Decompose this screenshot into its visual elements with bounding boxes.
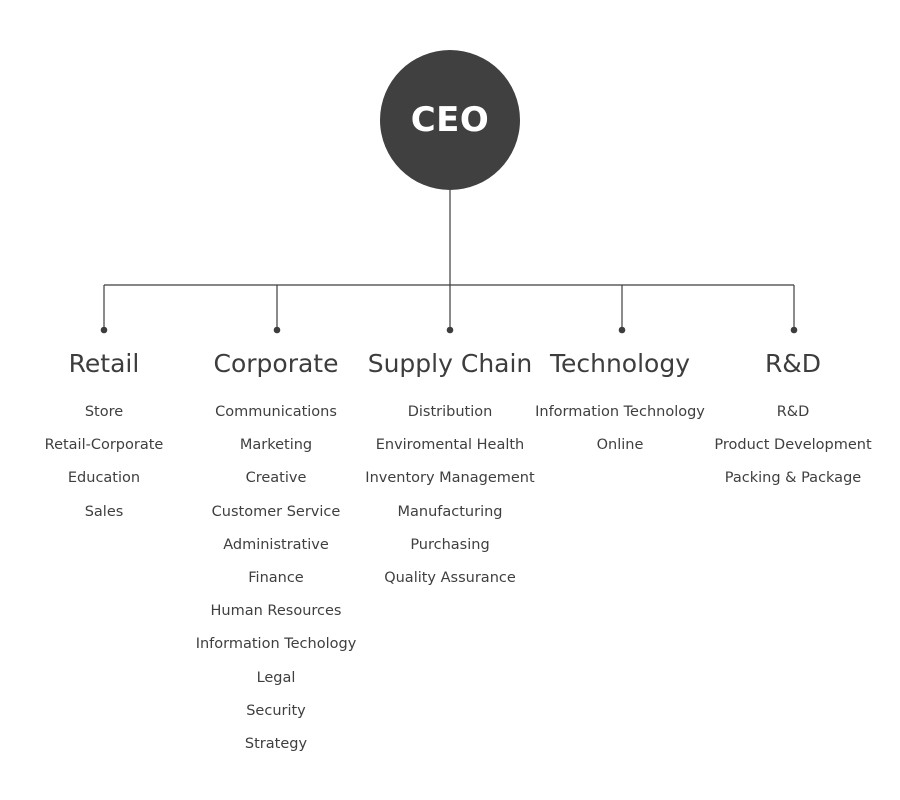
node-dot-technology bbox=[618, 326, 626, 334]
drop-line-retail bbox=[100, 285, 108, 334]
dept-item: Product Development bbox=[714, 437, 872, 454]
dept-items-technology: Information Technology Online bbox=[520, 396, 720, 462]
ceo-label: CEO bbox=[410, 100, 490, 140]
dept-item: Communications bbox=[215, 404, 337, 420]
dept-item: Distribution bbox=[407, 404, 493, 420]
dept-item: Enviromental Health bbox=[375, 437, 525, 454]
dept-item: Manufacturing bbox=[397, 503, 503, 520]
ceo-node: CEO bbox=[380, 50, 520, 190]
dept-item: Sales bbox=[84, 503, 124, 520]
node-dot-corporate bbox=[273, 326, 281, 334]
dept-item: Education bbox=[67, 470, 141, 487]
drop-line-technology bbox=[618, 285, 626, 334]
dept-item: Retail-Corporate bbox=[44, 437, 164, 454]
dept-item: Packing & Package bbox=[724, 470, 862, 487]
dept-column-retail: Retail Store Retail-Corporate Education … bbox=[4, 345, 204, 529]
dept-column-rnd: R&D R&D Product Development Packing & Pa… bbox=[693, 345, 893, 496]
dept-item: Strategy bbox=[244, 735, 308, 752]
dept-items-supply-chain: Distribution Enviromental Health Invento… bbox=[350, 396, 550, 595]
dept-item: Security bbox=[246, 702, 306, 719]
dept-item: Purchasing bbox=[410, 536, 490, 553]
dept-item: Marketing bbox=[239, 437, 313, 454]
dept-item: Information Techology bbox=[195, 636, 357, 653]
dept-item: R&D bbox=[776, 404, 810, 420]
node-dot-retail bbox=[100, 326, 108, 334]
dept-item: Inventory Management bbox=[365, 470, 535, 487]
dept-title-retail: Retail bbox=[68, 349, 140, 378]
dept-column-corporate: Corporate Communications Marketing Creat… bbox=[176, 345, 376, 761]
dept-items-retail: Store Retail-Corporate Education Sales bbox=[4, 396, 204, 529]
dept-item: Creative bbox=[245, 470, 307, 487]
node-dot-supply-chain bbox=[446, 326, 454, 334]
dept-column-technology: Technology Information Technology Online bbox=[520, 345, 720, 462]
dept-item: Customer Service bbox=[211, 503, 341, 520]
drop-line-rnd bbox=[790, 285, 798, 334]
dept-item: Quality Assurance bbox=[384, 569, 516, 586]
dept-item: Online bbox=[596, 437, 644, 454]
dept-item: Store bbox=[84, 404, 124, 420]
drop-line-corporate bbox=[273, 285, 281, 334]
node-dot-rnd bbox=[790, 326, 798, 334]
dept-item: Human Resources bbox=[210, 603, 342, 620]
dept-column-supply-chain: Supply Chain Distribution Enviromental H… bbox=[350, 345, 550, 595]
dept-item: Finance bbox=[248, 569, 304, 586]
dept-title-supply-chain: Supply Chain bbox=[367, 349, 533, 378]
drop-line-supply-chain bbox=[446, 285, 454, 334]
dept-item: Administrative bbox=[223, 536, 329, 553]
dept-title-technology: Technology bbox=[549, 349, 691, 378]
dept-items-rnd: R&D Product Development Packing & Packag… bbox=[693, 396, 893, 496]
dept-title-rnd: R&D bbox=[764, 349, 822, 378]
dept-item: Information Technology bbox=[535, 404, 705, 420]
dept-item: Legal bbox=[256, 669, 296, 686]
dept-items-corporate: Communications Marketing Creative Custom… bbox=[176, 396, 376, 761]
dept-title-corporate: Corporate bbox=[213, 349, 339, 378]
